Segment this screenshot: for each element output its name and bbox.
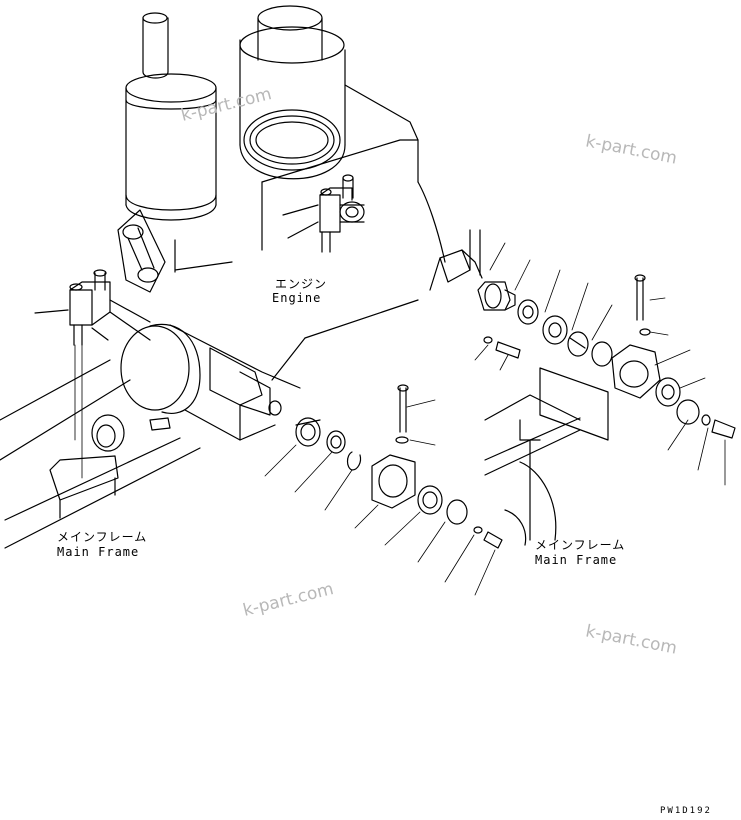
- main-frame-left-label-jp: メインフレーム: [57, 530, 148, 544]
- main-frame-right-label-jp: メインフレーム: [535, 538, 626, 552]
- main-frame-right: [484, 367, 609, 546]
- leader-lines-left: [74, 344, 83, 479]
- drawing-code: PW1D192: [660, 806, 712, 816]
- engine-mount-bracket-upper: [282, 174, 365, 253]
- mount-cushion: [120, 323, 301, 441]
- engine-label-jp: エンジン: [275, 277, 328, 291]
- engine-mount-bracket-left: [34, 269, 151, 346]
- leader-lines-right: [474, 242, 726, 486]
- leader-lines-center: [264, 399, 496, 596]
- link-arm: [117, 209, 176, 293]
- engine-label-en: Engine: [272, 291, 322, 305]
- muffler: [239, 5, 346, 180]
- air-cleaner: [125, 12, 217, 221]
- main-frame-left: [0, 359, 201, 549]
- center-parts: [295, 384, 503, 549]
- main-frame-right-label-en: Main Frame: [535, 553, 618, 567]
- right-upper-parts: [429, 229, 736, 439]
- main-frame-left-label-en: Main Frame: [57, 545, 140, 559]
